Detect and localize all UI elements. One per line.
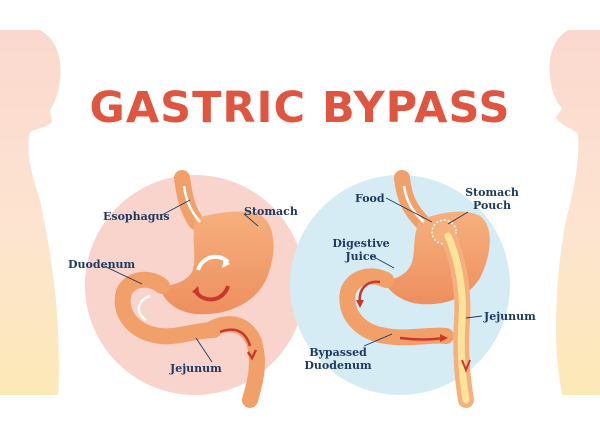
label-esophagus: Esophagus — [103, 210, 170, 223]
label-duodenum: Duodenum — [68, 258, 136, 271]
right-anatomy — [339, 170, 490, 408]
right-silhouette — [549, 30, 600, 395]
label-digestive-juice-line1: Digestive — [332, 237, 390, 250]
label-digestive-juice: Digestive Juice — [328, 237, 394, 263]
left-silhouette — [0, 30, 61, 395]
page-title: GASTRIC BYPASS — [89, 83, 511, 133]
label-stomach: Stomach — [244, 205, 298, 218]
label-stomach-pouch: Stomach Pouch — [462, 186, 522, 212]
label-food: Food — [355, 192, 385, 205]
label-jejunum-right: Jejunum — [484, 310, 536, 323]
left-duodenum — [114, 271, 222, 345]
left-jejunum — [202, 316, 265, 408]
label-jejunum-left: Jejunum — [170, 362, 222, 375]
label-digestive-juice-line2: Juice — [345, 250, 377, 263]
label-stomach-pouch-line2: Pouch — [472, 199, 511, 212]
label-bypassed-duodenum-line1: Bypassed — [309, 346, 367, 359]
left-anatomy — [114, 170, 274, 408]
leader-lines — [103, 197, 483, 363]
left-stomach — [160, 211, 274, 315]
bypassed-duodenum — [339, 268, 454, 346]
label-bypassed-duodenum-line2: Duodenum — [304, 359, 372, 372]
label-stomach-pouch-line1: Stomach — [465, 186, 519, 199]
label-bypassed-duodenum: Bypassed Duodenum — [303, 346, 373, 372]
